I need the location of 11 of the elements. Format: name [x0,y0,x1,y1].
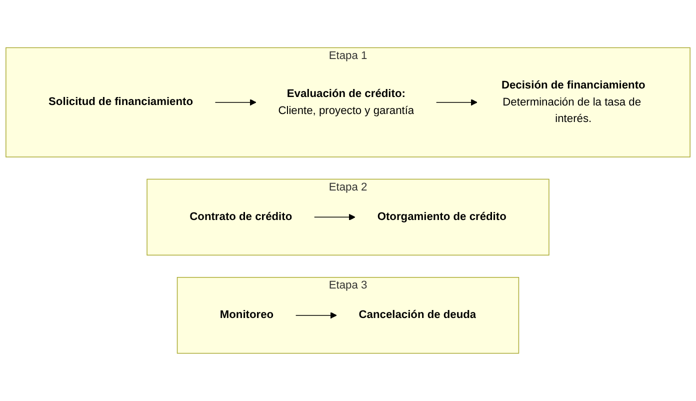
node-text: Monitoreo [220,308,274,322]
node-text: Evaluación de crédito: Cliente, proyecto y garantía [278,87,414,116]
arrow [314,214,356,220]
arrow [214,99,256,106]
node-text: Solicitud de financiamiento [48,95,194,108]
node-text: Otorgamiento de crédito [377,210,506,223]
node-text: Contrato de crédito [190,210,292,223]
node-text: Decisión de financiamiento Determinación de la tasa de interés. [501,78,646,125]
arrow [295,312,337,319]
node-text: Cancelación de deuda [358,308,476,322]
arrow [436,99,478,106]
